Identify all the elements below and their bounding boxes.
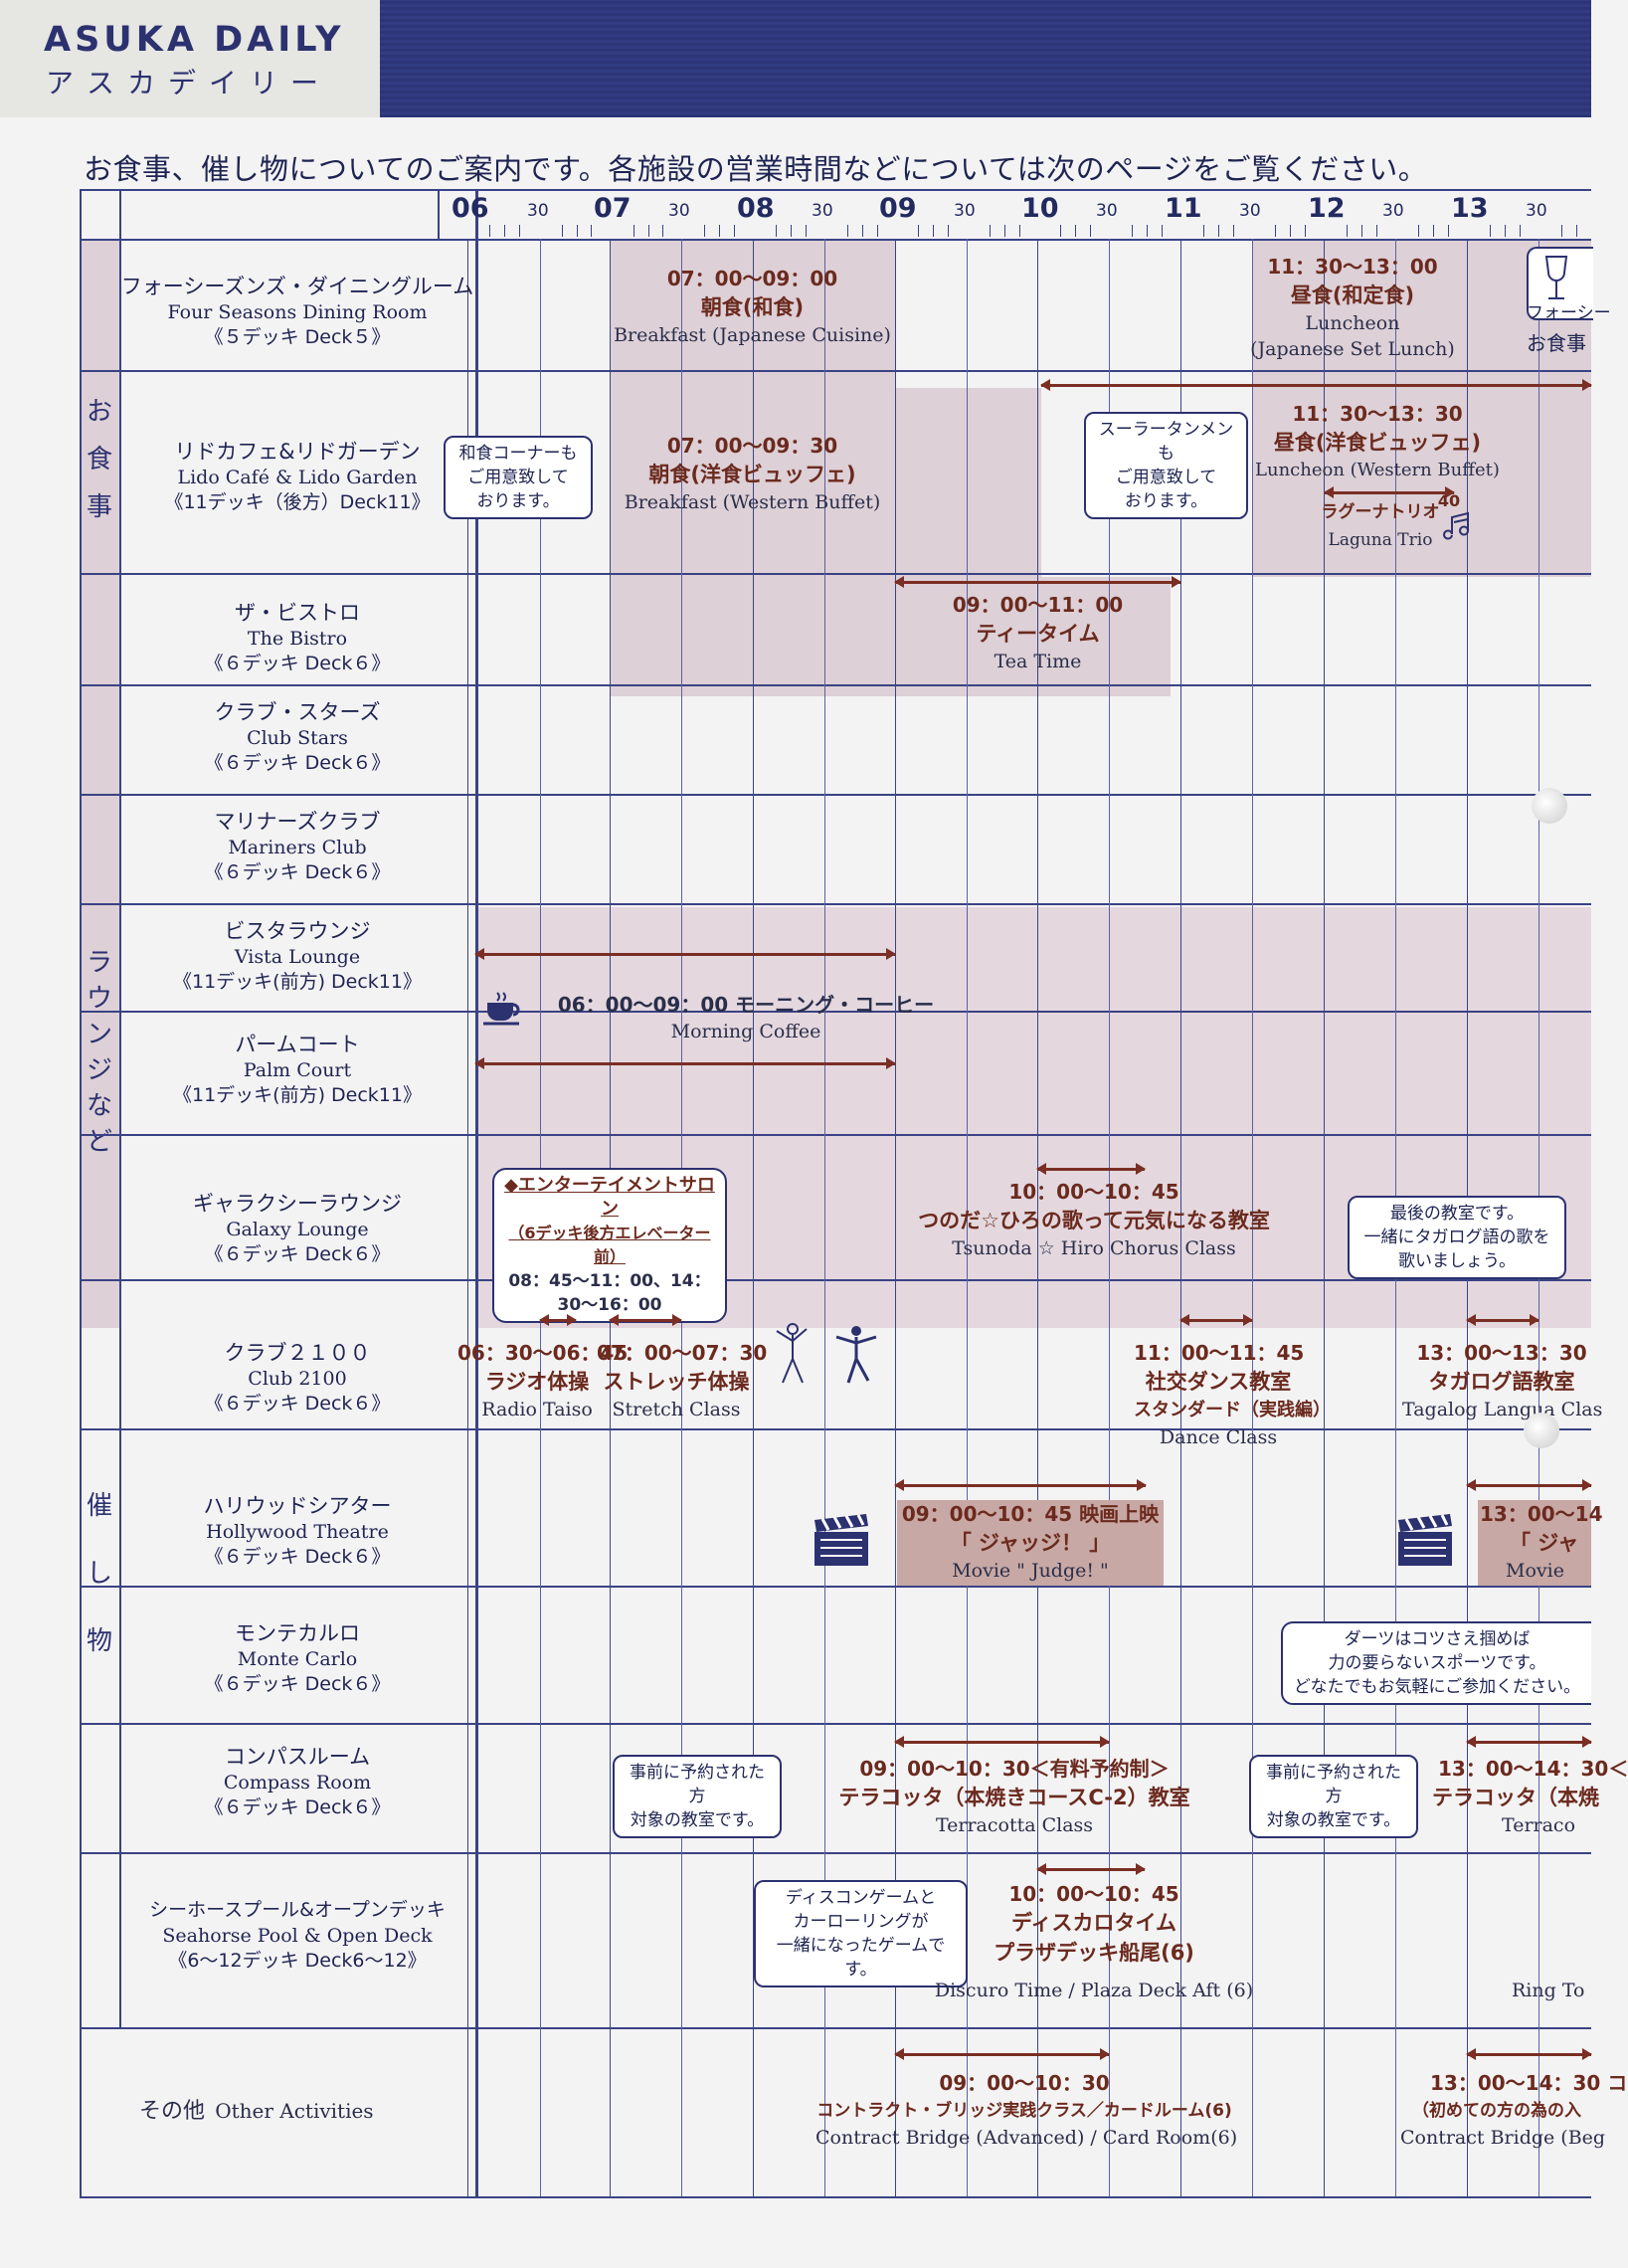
half-1230: 30 [1382,201,1404,221]
arrow-terracotta-2 [1466,1736,1592,1748]
intro-text: お食事、催し物についてのご案内です。各施設の営業時間などについては次のページをご… [84,152,1428,186]
section-label-lounge: ラウンジなど [86,948,112,1157]
hour-11: 11 [1165,193,1202,224]
hour-12: 12 [1308,193,1346,224]
half-1030: 30 [1096,201,1118,221]
event-discuro-en: Discuro Time / Plaza Deck Aft (6) [934,1980,1254,2001]
arrow-laguna [1324,486,1455,498]
arrow-lido-lunch [1040,379,1592,391]
hour-07: 07 [594,193,632,224]
hour-09: 09 [879,193,917,224]
hour-10: 10 [1021,193,1059,224]
arrow-palm-coffee [474,1057,896,1069]
schedule-grid: お食事 ラウンジなど 催し物 06 30 07 30 08 30 09 30 [80,189,1628,2198]
arrow-vista-coffee [474,948,896,960]
note-darts: ダーツはコツさえ掴めば力の要らないスポーツです。どなたでもお気軽にご参加ください… [1281,1621,1591,1705]
movie-box [897,1500,1164,1586]
binder-hole [1532,788,1567,824]
note-discuro: ディスコンゲームとカーローリングが一緒になったゲームです。 [754,1880,968,1987]
half-0630: 30 [527,201,549,221]
brand-panel [0,0,380,117]
arrow-radio [539,1314,577,1326]
arrow-dance [1179,1314,1253,1326]
arrow-stretch [609,1314,682,1326]
note-compass-reserved: 事前に予約された方対象の教室です。 [613,1755,782,1838]
header-banner [380,0,1591,117]
half-0830: 30 [812,201,833,221]
half-0730: 30 [668,201,690,221]
movie-box-2 [1478,1500,1591,1586]
binder-hole-2 [1524,1413,1559,1448]
exercise-figures-icon [771,1321,890,1395]
half-1130: 30 [1239,201,1261,221]
arrow-tagalog [1466,1314,1539,1326]
hour-06: 06 [452,193,489,224]
clapperboard-icon [811,1512,874,1572]
arrow-bistro [894,576,1181,588]
brand-title: ASUKA DAILY [44,20,345,60]
note-compass-reserved-2: 事前に予約された方対象の教室です。 [1249,1755,1418,1838]
event-movie: 09：00～10：45 映画上映「 ジャッジ！ 」Movie " Judge! … [901,1502,1160,1582]
hour-13: 13 [1451,193,1489,224]
music-note-icon [1443,509,1478,547]
coffee-cup-icon [481,991,527,1031]
arrow-discuro [1036,1863,1146,1875]
arrow-movie [894,1479,1147,1491]
note-entertainment-salon: ◆エンターテイメントサロン（6デッキ後方エレベーター前）08：45～11：00、… [492,1168,727,1323]
event-ringtoss: Ring To [1512,1980,1585,2001]
section-band-dining-lounge [80,239,119,1328]
section-label-dining: お食事 [86,397,112,522]
arrow-bridge-2 [1466,2048,1592,2060]
arrow-movie-2 [1466,1479,1592,1491]
wine-glass-icon [1527,247,1593,320]
note-lido-japanese: 和食コーナーもご用意致しております。 [444,436,593,519]
section-label-events: 催し物 [86,1491,112,1656]
note-tagalog-last: 最後の教室です。一緒にタガログ語の歌を歌いましょう。 [1348,1196,1566,1279]
half-1330: 30 [1526,201,1547,221]
shade-lido-late [895,388,1041,577]
event-fs-dinner-cut: フォーシーお食事 [1527,303,1611,355]
arrow-bridge [894,2048,1110,2060]
venue-other: その他 Other Activities [139,2099,374,2124]
note-lido-noodle: スーラータンメンもご用意致しております。 [1084,412,1248,519]
hour-08: 08 [737,193,775,224]
arrow-terracotta [894,1736,1110,1748]
arrow-chorus [1036,1163,1146,1175]
clapperboard-icon-2 [1394,1512,1458,1572]
event-laguna-mins: 40 [1437,491,1461,510]
half-0930: 30 [954,201,976,221]
brand-subtitle: アスカデイリー [46,67,332,99]
